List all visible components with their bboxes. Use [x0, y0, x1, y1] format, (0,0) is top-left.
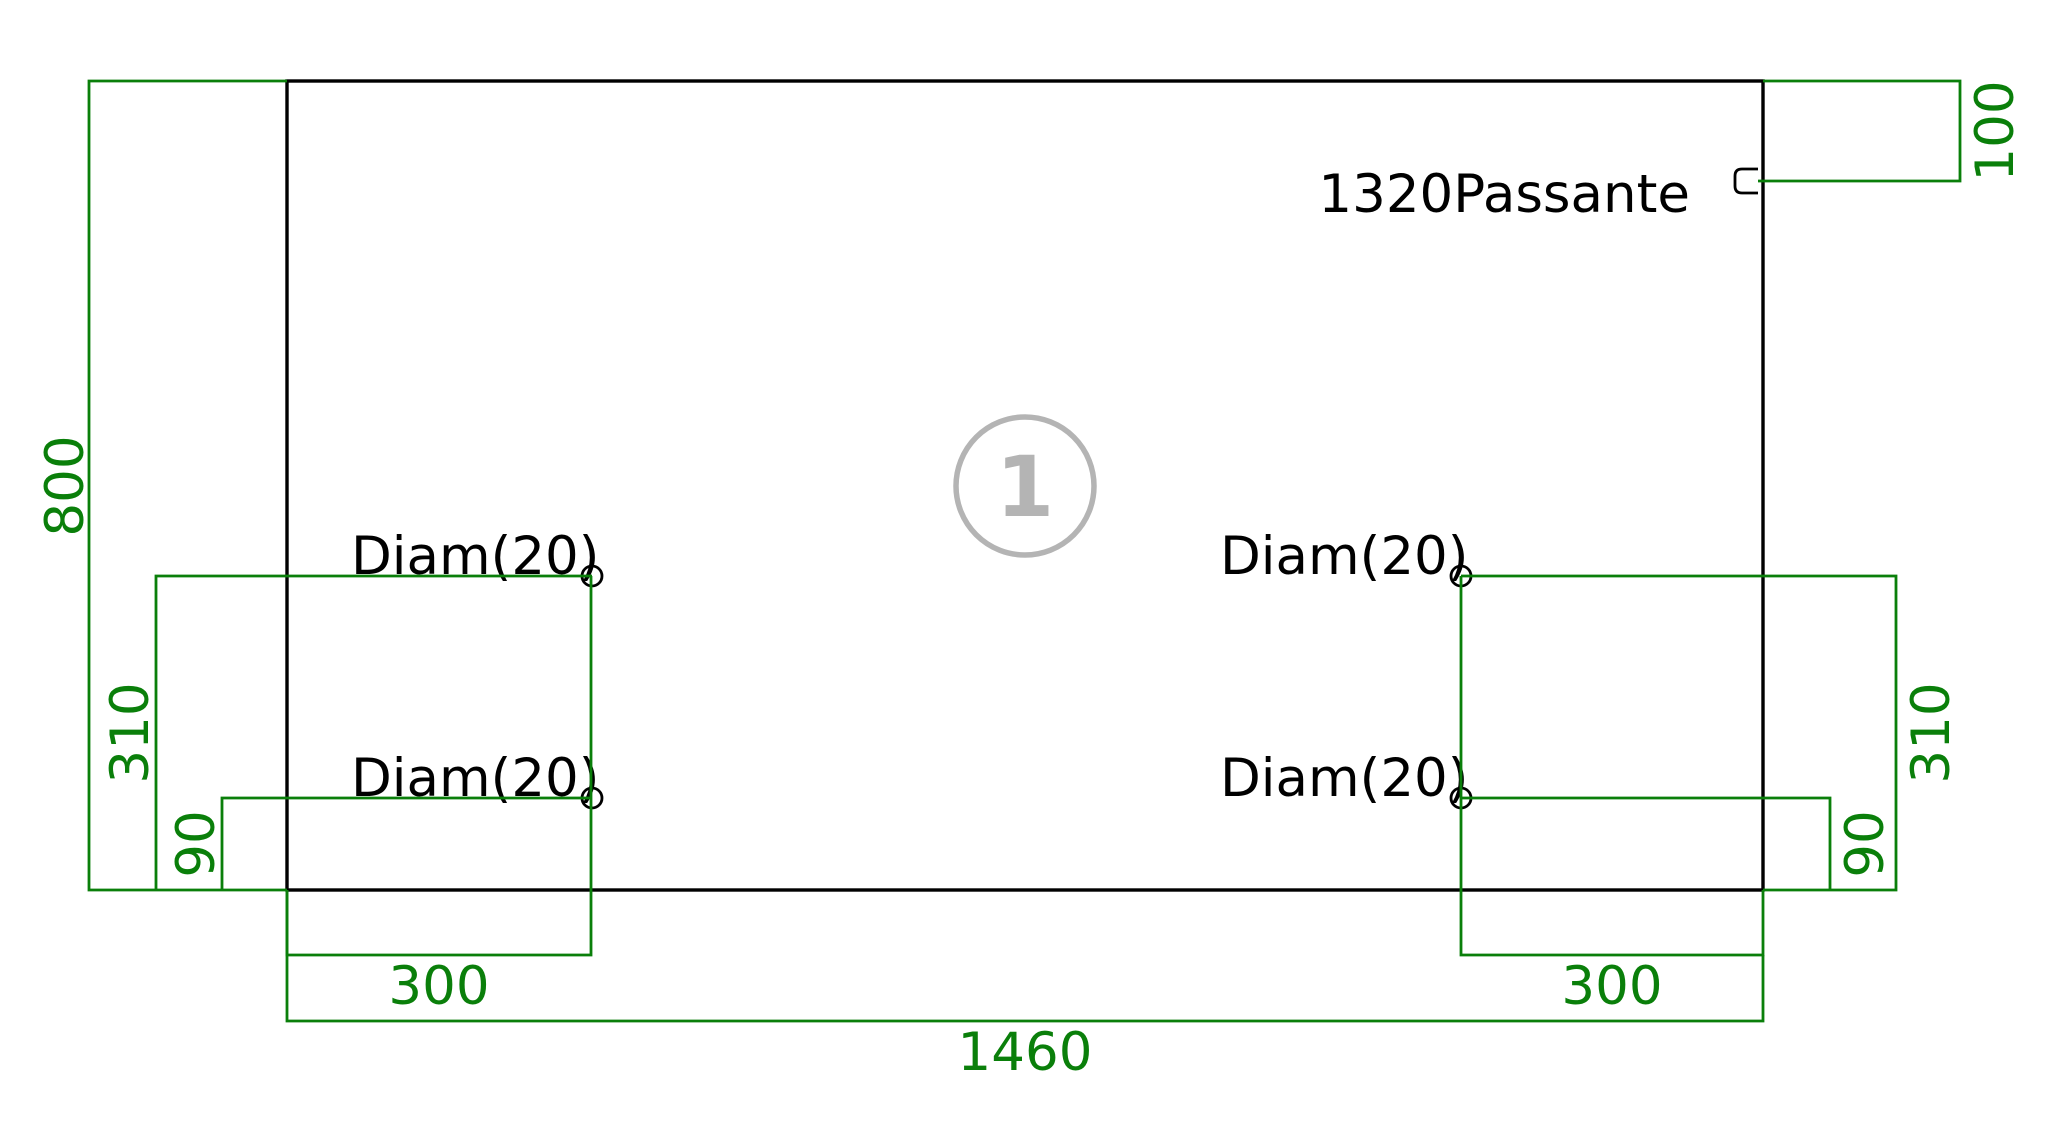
marker-circle — [953, 414, 1097, 558]
hole-label-right-lower: Diam(20) — [1220, 748, 1468, 809]
dim-left-lower-y: 90 — [166, 810, 227, 877]
dim-line-total-width — [285, 890, 1765, 1023]
hole-label-right-upper: Diam(20) — [1220, 526, 1468, 587]
dim-line-left-upper-y — [154, 574, 592, 890]
dim-line-total-height — [87, 79, 287, 892]
dim-line-left-lower-y — [220, 796, 592, 890]
dim-total-width: 1460 — [958, 1022, 1093, 1083]
dim-line-slot-top — [1758, 79, 1962, 183]
dim-left-upper-y: 310 — [100, 682, 161, 783]
dim-total-height: 800 — [35, 435, 96, 536]
hole-label-left-lower: Diam(20) — [351, 748, 599, 809]
panel-outline — [285, 79, 1765, 892]
slot-label: 1320Passante — [1318, 164, 1690, 225]
hole-label-left-upper: Diam(20) — [351, 526, 599, 587]
dim-right-lower-y: 90 — [1835, 810, 1896, 877]
dim-line-right-lower-y — [1461, 796, 1832, 890]
dim-right-upper-y: 310 — [1901, 682, 1962, 783]
dim-right-offset-x: 300 — [1561, 956, 1662, 1017]
slot-shape — [1733, 167, 1758, 195]
dim-left-offset-x: 300 — [388, 956, 489, 1017]
marker-number: 1 — [996, 438, 1054, 536]
dim-slot-top: 100 — [1965, 80, 2026, 181]
dim-line-right-offset-x — [1459, 576, 1765, 957]
